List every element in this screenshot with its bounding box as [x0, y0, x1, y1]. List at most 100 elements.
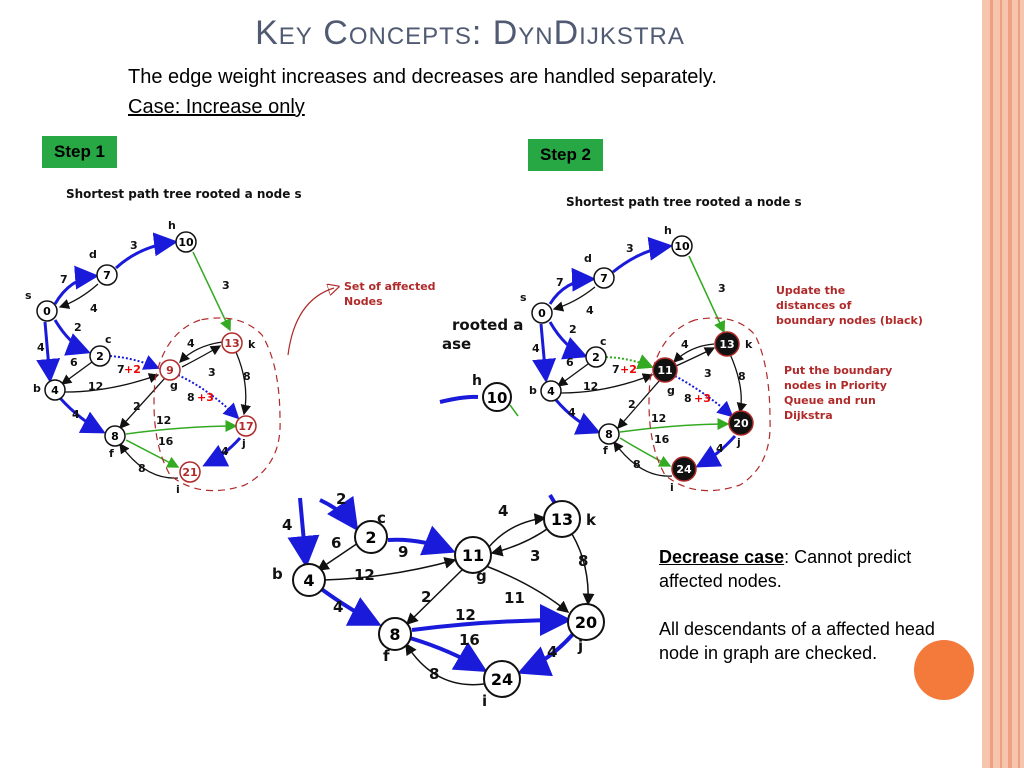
step1-graph-title: Shortest path tree rooted a node s [66, 187, 302, 201]
svg-text:24: 24 [491, 670, 513, 689]
svg-text:j: j [577, 637, 583, 655]
svg-text:k: k [586, 511, 597, 529]
svg-text:j: j [241, 437, 246, 450]
svg-text:8: 8 [243, 370, 251, 383]
pq-label-1: Put the boundary [784, 364, 892, 377]
affected-label-2: Nodes [344, 295, 383, 308]
svg-text:7: 7 [60, 273, 68, 286]
svg-text:8: 8 [738, 370, 746, 383]
pq-label-4: Dijkstra [784, 409, 833, 422]
svg-text:2: 2 [133, 400, 141, 413]
svg-text:6: 6 [566, 356, 574, 369]
svg-text:k: k [745, 338, 753, 351]
svg-text:4: 4 [716, 442, 724, 455]
svg-text:c: c [600, 335, 607, 348]
svg-text:3: 3 [718, 282, 726, 295]
svg-text:3: 3 [208, 366, 216, 379]
svg-text:g: g [170, 379, 178, 392]
svg-text:3: 3 [704, 367, 712, 380]
svg-text:d: d [584, 252, 592, 265]
svg-text:d: d [89, 248, 97, 261]
svg-text:g: g [667, 384, 675, 397]
svg-text:8: 8 [187, 391, 195, 404]
decrease-case-text: Decrease case: Cannot predict affected n… [659, 545, 969, 665]
svg-text:8: 8 [684, 392, 692, 405]
svg-text:3: 3 [530, 547, 540, 565]
svg-text:7: 7 [103, 269, 111, 282]
svg-text:g: g [476, 567, 487, 585]
svg-text:j: j [736, 436, 741, 449]
svg-text:c: c [105, 333, 112, 346]
svg-text:11: 11 [462, 546, 484, 565]
decrease-case-note: All descendants of a affected head node … [659, 619, 935, 663]
svg-text:2: 2 [592, 351, 600, 364]
svg-text:2: 2 [569, 323, 577, 336]
svg-text:4: 4 [586, 304, 594, 317]
svg-text:3: 3 [626, 242, 634, 255]
svg-text:20: 20 [733, 417, 749, 430]
svg-text:c: c [377, 509, 386, 527]
svg-text:f: f [603, 444, 608, 457]
svg-text:+2: +2 [620, 363, 637, 376]
svg-text:b: b [529, 384, 537, 397]
svg-text:h: h [472, 373, 482, 389]
svg-text:+3: +3 [694, 392, 711, 405]
svg-text:24: 24 [676, 463, 692, 476]
svg-text:4: 4 [90, 302, 98, 315]
svg-text:11: 11 [657, 364, 672, 377]
svg-text:13: 13 [224, 337, 239, 350]
svg-text:6: 6 [70, 356, 78, 369]
svg-text:16: 16 [459, 631, 480, 649]
pq-label-2: nodes in Priority [784, 379, 887, 392]
svg-text:13: 13 [719, 338, 734, 351]
svg-text:k: k [248, 338, 256, 351]
svg-text:10: 10 [178, 236, 194, 249]
svg-text:0: 0 [43, 305, 51, 318]
svg-text:+2: +2 [124, 363, 141, 376]
svg-text:4: 4 [532, 342, 540, 355]
svg-text:s: s [520, 291, 527, 304]
svg-text:4: 4 [681, 338, 689, 351]
svg-text:7: 7 [556, 276, 564, 289]
svg-text:+3: +3 [197, 391, 214, 404]
svg-text:i: i [670, 481, 674, 494]
svg-text:10: 10 [674, 240, 690, 253]
svg-text:2: 2 [96, 350, 104, 363]
svg-text:7: 7 [612, 363, 620, 376]
svg-text:i: i [176, 483, 180, 496]
decrease-case-desc: : Cannot predict affected nodes. [659, 547, 912, 591]
affected-label-1: Set of affected [344, 280, 436, 293]
svg-text:8: 8 [138, 462, 146, 475]
slide-title: Key Concepts: DynDijkstra [255, 14, 685, 52]
svg-text:8: 8 [429, 665, 439, 683]
svg-text:12: 12 [583, 380, 598, 393]
update-label-2: distances of [776, 299, 852, 312]
svg-text:7: 7 [117, 363, 125, 376]
svg-text:i: i [482, 692, 487, 710]
svg-text:12: 12 [88, 380, 103, 393]
intro-text: The edge weight increases and decreases … [128, 66, 717, 88]
svg-text:2: 2 [336, 490, 346, 508]
svg-text:4: 4 [221, 445, 229, 458]
update-label-3: boundary nodes (black) [776, 314, 923, 327]
step2-badge: Step 2 [528, 139, 604, 171]
svg-text:3: 3 [130, 239, 138, 252]
decorative-orange-circle [914, 640, 974, 700]
svg-text:2: 2 [365, 528, 376, 547]
crop-fragment: rooted a ase h 10 [436, 305, 523, 430]
svg-text:4: 4 [333, 598, 343, 616]
svg-text:2: 2 [421, 588, 431, 606]
svg-text:10: 10 [487, 389, 508, 407]
svg-text:12: 12 [455, 606, 476, 624]
step1-graph: Shortest path tree rooted a node s 0 7 10 [25, 187, 436, 496]
svg-text:2: 2 [628, 398, 636, 411]
svg-text:f: f [383, 647, 390, 665]
svg-text:16: 16 [158, 435, 174, 448]
svg-text:2: 2 [74, 321, 82, 334]
svg-text:9: 9 [398, 543, 408, 561]
svg-text:f: f [109, 447, 114, 460]
step1-badge: Step 1 [42, 136, 118, 168]
step2-graph: Shortest path tree rooted a node s 0710 … [520, 195, 923, 494]
svg-text:4: 4 [51, 384, 59, 397]
